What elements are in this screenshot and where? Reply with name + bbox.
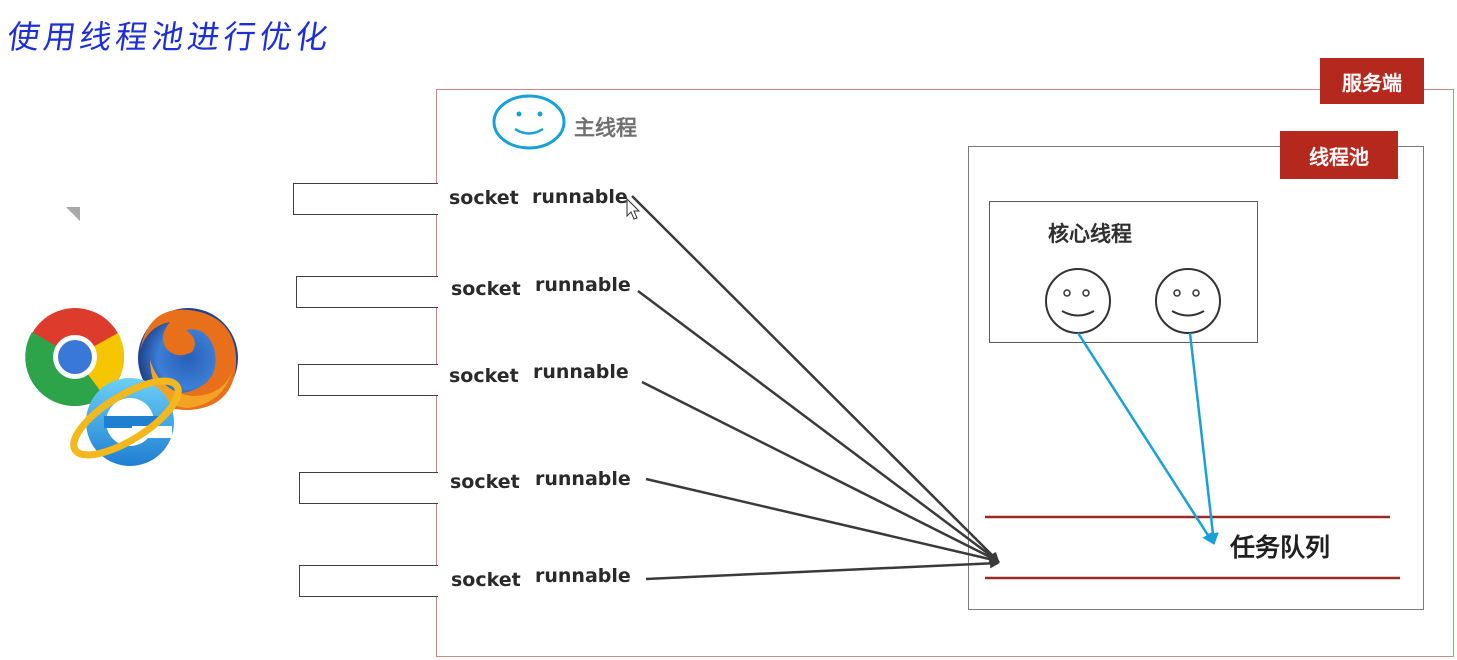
runnable-label: runnable [535,565,631,587]
connection-pipe [293,183,438,215]
runnable-arrow [631,195,1000,563]
chrome-icon [25,308,125,407]
connection-pipe [296,276,438,308]
socket-label: socket [451,569,521,591]
worker-arrow [1076,332,1215,545]
runnable-label: runnable [532,186,628,208]
server-tag: 服务端 [1320,58,1424,104]
triangle-icon [66,207,80,221]
socket-label: socket [451,278,521,300]
runnable-arrow [645,477,1000,565]
main-thread-smiley-icon [492,94,566,150]
cursor-icon [626,197,641,220]
socket-label: socket [449,187,519,209]
socket-label: socket [449,365,519,387]
runnable-arrow [637,290,1000,563]
core-threads-box [989,201,1258,343]
thread-pool-box [968,146,1424,610]
connection-pipe [299,472,438,504]
runnable-label: runnable [535,468,631,490]
socket-label: socket [450,471,520,493]
main-thread-label: 主线程 [574,116,637,140]
runnable-arrow [645,558,1000,581]
task-queue-label: 任务队列 [1230,533,1331,562]
runnable-label: runnable [533,361,629,383]
worker-arrow [1188,332,1219,545]
ie-icon [70,377,182,466]
runnable-arrow [641,380,1000,563]
core-threads-label: 核心线程 [1048,222,1132,246]
core-thread-smiley-icon [1045,268,1111,334]
connection-pipe [298,364,438,396]
connection-pipe [299,565,438,597]
thread-pool-tag: 线程池 [1280,131,1398,179]
runnable-label: runnable [535,274,631,296]
core-thread-smiley-icon [1155,268,1221,334]
